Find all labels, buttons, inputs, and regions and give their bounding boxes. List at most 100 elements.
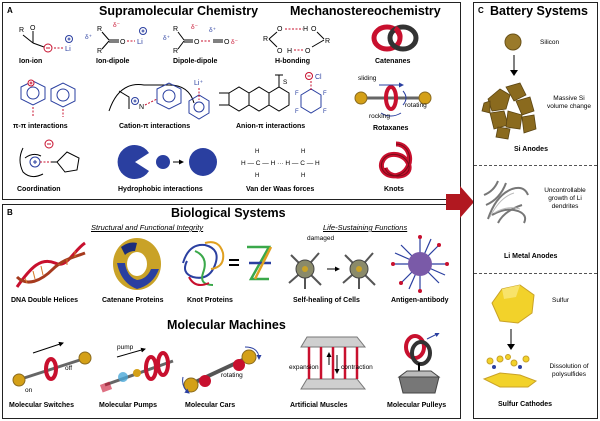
molecular-pump-figure	[99, 347, 174, 393]
delta-minus: δ⁻	[113, 22, 121, 29]
silicon-note: Silicon	[540, 39, 560, 46]
catenane-protein-figure	[113, 238, 161, 290]
r-atom: R	[19, 27, 24, 34]
panel-c-letter: C	[478, 6, 484, 15]
si-anodes-label: Si Anodes	[514, 146, 548, 153]
cation-pi-figure: N Li⁺	[108, 80, 210, 120]
knots-label: Knots	[384, 186, 404, 193]
fluorine-atom: F	[295, 109, 299, 115]
self-healing-label: Self-healing of Cells	[293, 297, 360, 304]
h-atom: H	[287, 48, 292, 55]
molecular-pumps-label: Molecular Pumps	[99, 402, 157, 409]
h-bonding-label: H-bonding	[275, 58, 310, 65]
section-divider	[474, 165, 597, 166]
dna-label: DNA Double Helices	[11, 297, 79, 304]
pump-note: pump	[117, 344, 134, 351]
coordination-figure	[19, 139, 80, 178]
polysulfide-figure	[482, 354, 538, 388]
h-atom: H	[255, 149, 259, 155]
molecular-pulleys-label: Molecular Pulleys	[387, 402, 447, 409]
pi-pi-label: π-π interactions	[13, 123, 68, 130]
delta-plus: δ⁺	[209, 27, 217, 34]
biological-systems-title: Biological Systems	[171, 206, 286, 220]
silicon-arrow	[510, 55, 518, 76]
sulfur-note: Sulfur	[552, 297, 569, 304]
rocking-note: rocking	[369, 113, 390, 120]
molecular-pulley-figure	[397, 333, 441, 394]
o-atom: O	[224, 39, 230, 46]
knot-proteins-label: Knot Proteins	[187, 297, 233, 304]
anion-pi-label: Anion-π interactions	[236, 123, 306, 130]
sulfur-arrow	[507, 329, 515, 350]
rotaxanes-label: Rotaxanes	[373, 125, 409, 132]
fluorine-atom: F	[295, 91, 299, 97]
r-atom: R	[97, 26, 102, 33]
coordination-label: Coordination	[17, 186, 61, 193]
li-dendrite-figure	[483, 180, 529, 224]
r-atom: R	[173, 26, 178, 33]
catenane-figure	[371, 24, 419, 52]
life-sustaining-subtitle: Life-Sustaining Functions	[323, 223, 408, 232]
h-atom: H	[301, 173, 305, 179]
switch-off-note: off	[65, 365, 73, 372]
o-atom: O	[277, 48, 283, 55]
h-atom: H	[255, 173, 259, 179]
dipole-dipole-figure: δ⁺ R R O δ⁻ δ⁺ O δ⁻	[163, 24, 239, 55]
supramolecular-title: Supramolecular Chemistry	[99, 4, 259, 18]
ion-dipole-figure: δ⁻ δ⁺ R R O Li	[85, 22, 147, 55]
o-atom: O	[194, 39, 200, 46]
ion-dipole-label: Ion-dipole	[96, 58, 130, 65]
structural-subtitle: Structural and Functional Integrity	[91, 223, 204, 232]
catenane-proteins-label: Catenane Proteins	[102, 297, 164, 304]
expansion-note: expansion	[289, 364, 319, 371]
delta-plus: δ⁺	[163, 35, 171, 42]
dissolution-note: Dissolution of polysulfides	[549, 363, 589, 378]
car-rotating-note: rotating	[221, 372, 243, 379]
mechanostereochemistry-title: Mechanostereochemistry	[290, 4, 441, 18]
knot-figure	[379, 141, 413, 179]
h-atom: H	[301, 149, 305, 155]
vdw-formula: H — C — H ··· H — C — H	[241, 160, 320, 167]
molecular-switches-label: Molecular Switches	[9, 402, 74, 409]
section-divider	[474, 273, 597, 274]
chlorine-atom: Cl	[315, 74, 322, 81]
r-atom: R	[97, 48, 102, 55]
dipole-dipole-label: Dipole-dipole	[173, 58, 218, 65]
panel-a: A Supramolecular Chemistry Mechanostereo…	[2, 2, 461, 200]
lithium-ion: Li	[137, 37, 143, 46]
molecular-car-figure	[182, 346, 262, 394]
fluorine-atom: F	[323, 109, 327, 115]
fluorine-atom: F	[323, 91, 327, 97]
r-atom: R	[173, 48, 178, 55]
li-metal-anodes-label: Li Metal Anodes	[504, 253, 558, 260]
si-volume-note: Massive Si volume change	[546, 95, 592, 110]
big-red-arrow	[446, 186, 474, 218]
battery-systems-title: Battery Systems	[490, 4, 588, 18]
sulfur-atom: S	[283, 79, 288, 86]
artificial-muscle-figure	[300, 336, 367, 390]
molecular-cars-label: Molecular Cars	[185, 402, 236, 409]
lithium-atom: Li	[65, 44, 71, 53]
o-atom: O	[311, 26, 317, 33]
rotating-note: rotating	[405, 102, 427, 109]
expanded-silicon-cluster	[481, 82, 537, 140]
panel-c: C Battery Systems Silicon Massive Si vol…	[473, 2, 598, 419]
delta-minus: δ⁻	[191, 24, 199, 31]
rotaxane-figure	[354, 82, 432, 117]
lithium-cation: Li⁺	[194, 80, 203, 87]
r-atom: R	[263, 36, 268, 43]
nitrogen-atom: N	[139, 104, 144, 111]
self-healing-figure	[288, 252, 376, 289]
cation-pi-label: Cation-π interactions	[119, 123, 191, 130]
panel-b: B Biological Systems Structural and Func…	[2, 204, 461, 419]
silicon-particle	[504, 33, 522, 51]
o-atom: O	[30, 25, 36, 32]
panel-a-letter: A	[7, 6, 13, 15]
o-atom: O	[120, 39, 126, 46]
van-der-waals-label: Van der Waas forces	[246, 186, 315, 193]
delta-minus: δ⁻	[231, 39, 239, 46]
molecular-switch-figure	[12, 341, 92, 387]
ion-ion-figure: R O Li	[19, 25, 73, 53]
switch-on-note: on	[25, 387, 33, 394]
sulfur-chunk	[491, 284, 535, 324]
